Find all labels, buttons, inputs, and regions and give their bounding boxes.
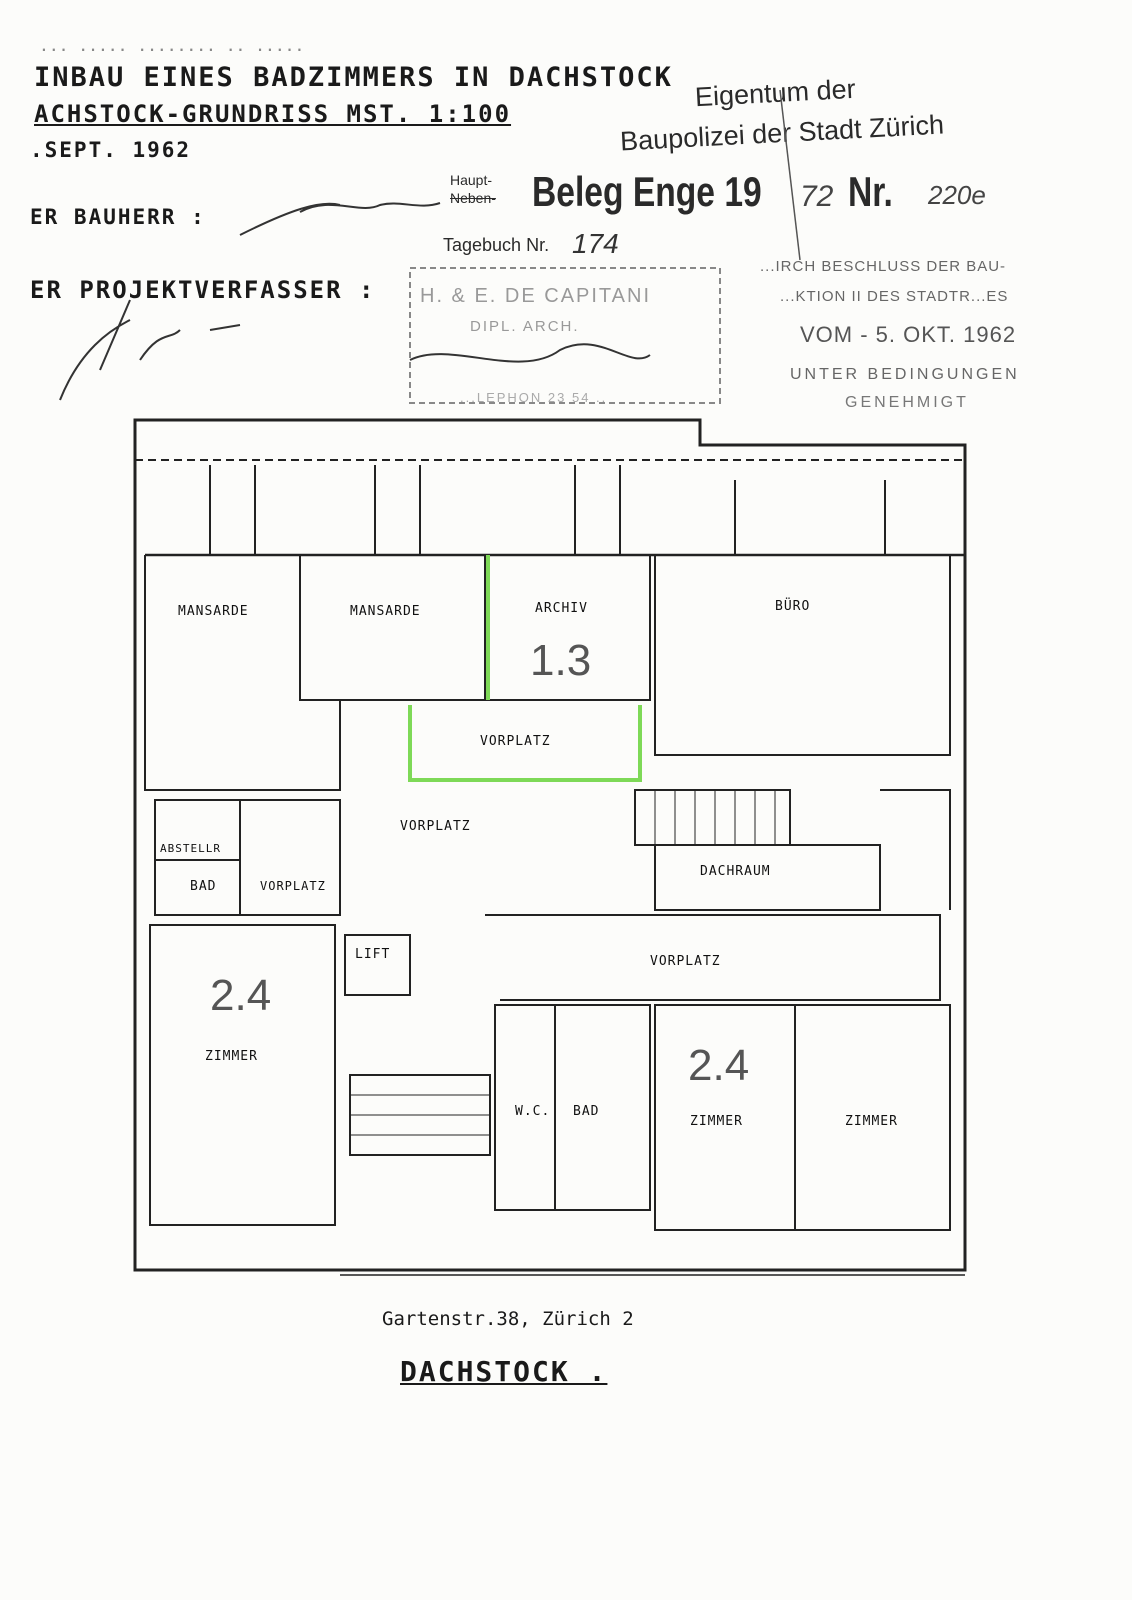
dormer-2: [374, 465, 421, 555]
vorplatz-highlight: [408, 705, 642, 782]
room-zimmer-left-number: 2.4: [210, 971, 271, 1020]
tagebuch-value: 174: [572, 228, 619, 259]
room-vorplatz-left: VORPLATZ: [260, 879, 326, 893]
stair-treads-bottom: [350, 1094, 490, 1136]
architect-stamp-line2: DIPL. ARCH.: [470, 318, 580, 335]
nr-value: 220e: [928, 180, 986, 210]
address-line: Gartenstr.38, Zürich 2: [382, 1308, 634, 1330]
outer-wall: [133, 418, 967, 1272]
dormer-1: [209, 465, 256, 555]
haupt-label: Haupt-: [450, 172, 493, 188]
stamp-stroke: [779, 89, 801, 261]
projektverfasser-signature: [59, 299, 241, 401]
architect-stamp-frame: [409, 267, 721, 404]
lift-shaft: [344, 934, 411, 996]
room-lift: LIFT: [355, 947, 390, 962]
room-wc: W.C.: [515, 1104, 550, 1119]
beleg-year: 72: [800, 180, 834, 213]
mansarde2-wall: [299, 555, 485, 701]
staircase-top: [634, 789, 791, 846]
room-zimmer-left: ZIMMER: [205, 1049, 258, 1064]
room-bad-left: BAD: [190, 879, 216, 894]
room-zimmer-right: ZIMMER: [845, 1114, 898, 1129]
room-vorplatz-right: VORPLATZ: [650, 954, 721, 969]
bauherr-signature: [239, 202, 441, 236]
approval-line2: ...KTION II DES STADTR...ES: [780, 288, 1009, 305]
dachraum-wall: [654, 844, 881, 911]
dormer-3: [574, 465, 621, 555]
header-cut-line: ... ..... ........ .. .....: [40, 40, 306, 55]
staircase-bottom: [349, 1074, 491, 1156]
neben-label: Neben-: [450, 190, 496, 206]
header-title: INBAU EINES BADZIMMERS IN DACHSTOCK: [34, 62, 673, 93]
room-mansarde-2: MANSARDE: [350, 604, 421, 619]
buero-wall: [654, 555, 951, 756]
approval-line1: ...IRCH BESCHLUSS DER BAU-: [760, 258, 1007, 275]
archiv-wall: [484, 555, 651, 701]
dormer-4: [734, 480, 886, 555]
header-date: .SEPT. 1962: [30, 138, 192, 162]
room-vorplatz-top: VORPLATZ: [480, 734, 551, 749]
room-bad-center: BAD: [573, 1104, 599, 1119]
approval-date: VOM - 5. OKT. 1962: [800, 322, 1017, 347]
bauherr-label: ER BAUHERR :: [30, 205, 206, 229]
room-archiv: ARCHIV: [535, 601, 588, 616]
wc-bad-block: [494, 1004, 651, 1211]
architect-signature: [409, 343, 651, 363]
room-archiv-number: 1.3: [530, 636, 591, 685]
room-zimmer-mid-number: 2.4: [688, 1041, 749, 1090]
left-service-block: [154, 799, 341, 916]
approval-line5: GENEHMIGT: [845, 394, 969, 411]
dachraum-side: [880, 789, 951, 910]
room-vorplatz-center: VORPLATZ: [400, 819, 471, 834]
room-abstell: ABSTELLR: [160, 842, 221, 855]
mansarde1-wall: [144, 555, 341, 791]
stair-treads: [654, 790, 776, 845]
room-mansarde-1: MANSARDE: [178, 604, 249, 619]
room-buero: BÜRO: [775, 597, 810, 614]
vorplatz-right-wall: [485, 914, 941, 1001]
tagebuch-label: Tagebuch Nr.: [443, 235, 550, 255]
zimmer-right-block: [654, 1004, 951, 1231]
nr-label: Nr.: [848, 168, 893, 215]
architect-stamp-line3: ...LEPHON 23 54 ..: [460, 390, 608, 405]
header-subtitle: ACHSTOCK-GRUNDRISS MST. 1:100: [34, 100, 512, 128]
approval-line4: UNTER BEDINGUNGEN: [790, 366, 1020, 383]
architect-stamp-line1: H. & E. DE CAPITANI: [420, 285, 651, 307]
room-dachraum: DACHRAUM: [700, 864, 771, 879]
zimmer-left-wall: [149, 924, 336, 1226]
room-zimmer-mid: ZIMMER: [690, 1114, 743, 1129]
beleg-stamp: Beleg Enge 19: [532, 168, 762, 215]
plan-title: DACHSTOCK .: [400, 1355, 608, 1388]
projektverfasser-label: ER PROJEKTVERFASSER :: [30, 276, 376, 304]
